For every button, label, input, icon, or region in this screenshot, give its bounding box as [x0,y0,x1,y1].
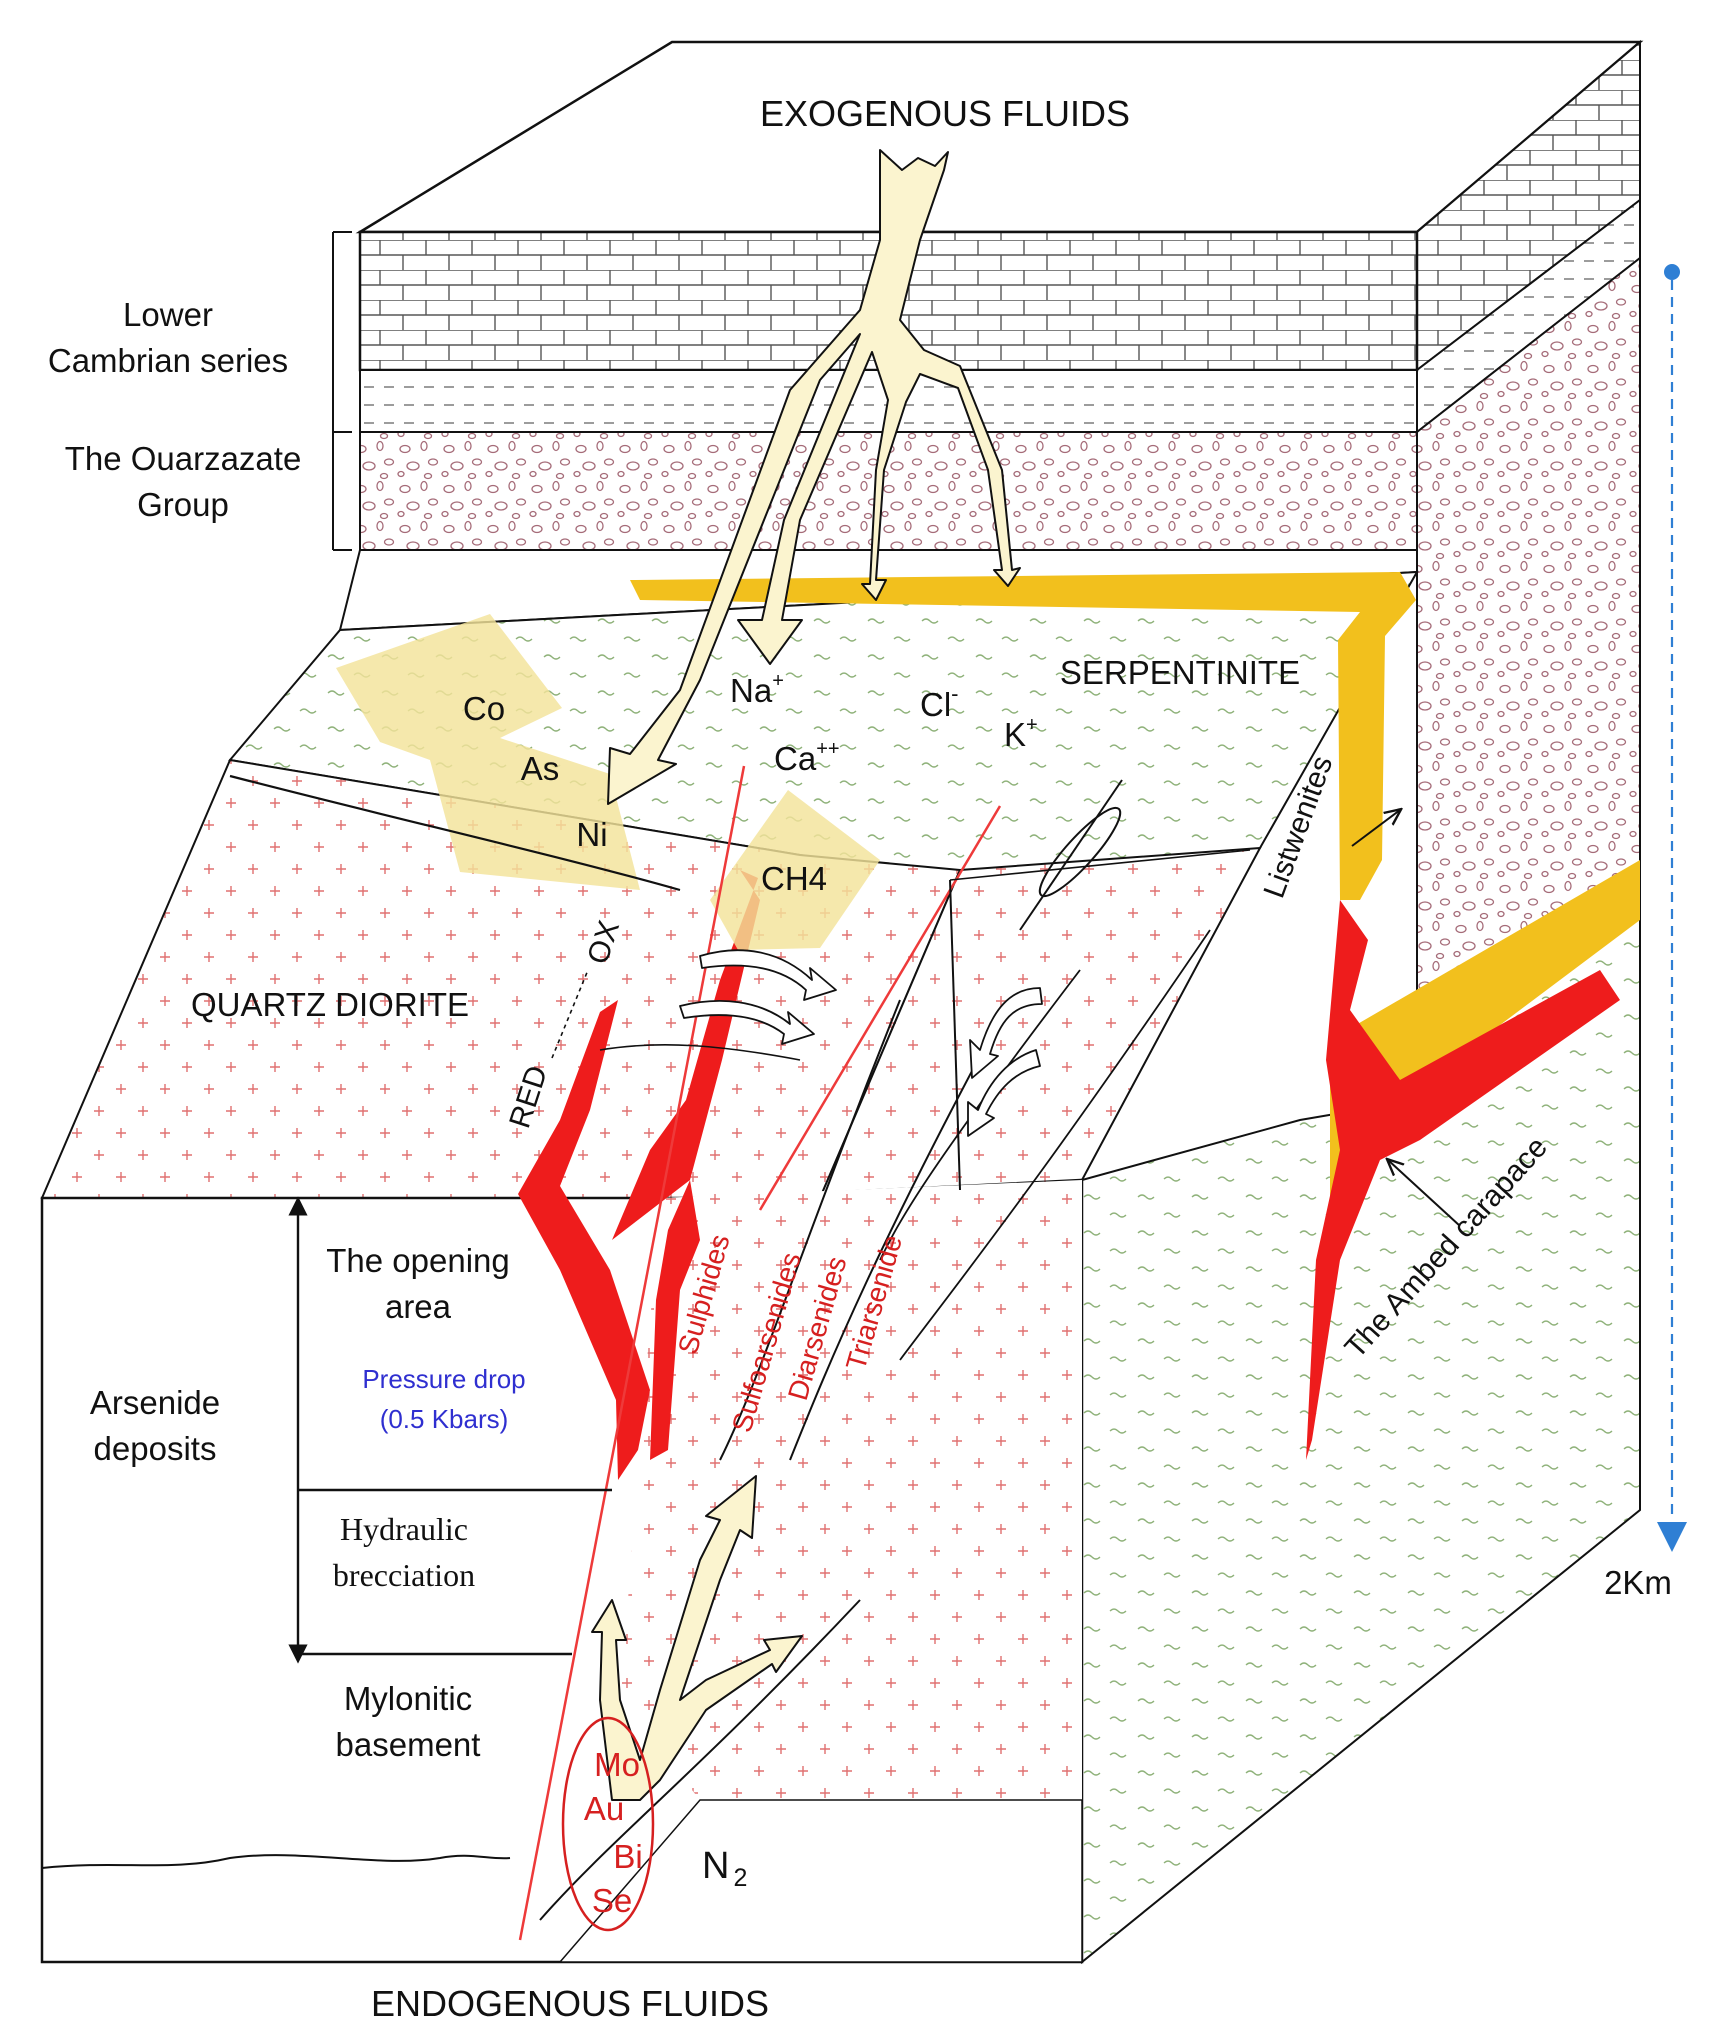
pressure-drop-label-1: Pressure drop [362,1364,525,1394]
arsenide-deposits-label-1: Arsenide [90,1384,220,1421]
chloride-ion-label: Cl- [920,681,959,723]
depth-scale-bar [1657,264,1687,1552]
mylonitic-basement-label-1: Mylonitic [344,1680,472,1717]
depth-scale-label: 2Km [1604,1564,1672,1601]
endogenous-fluid-arrows [591,1475,803,1801]
opening-area-label-2: area [385,1288,452,1325]
lateral-flow-arrows [679,949,1043,1137]
opening-area-label-1: The opening [326,1242,509,1279]
red-vein-ambed [1306,900,1620,1460]
scale-top-dot [1664,264,1680,280]
pointer-arrows [1351,810,1461,1227]
yellow-vein [630,572,1640,1220]
arsenic-label: As [521,750,560,787]
exogenous-fluids-label: EXOGENOUS FLUIDS [760,93,1130,134]
block-top-face [355,40,1644,234]
hydraulic-brecciation-label-1: Hydraulic [340,1511,468,1547]
gold-label: Au [584,1790,624,1827]
block-front-face [40,1178,1084,1964]
metal-source-ellipse [561,1716,655,1932]
mylonitic-basement-label-2: basement [336,1726,481,1763]
red-vein-fault-left [518,1000,650,1480]
red-vein-fault-right [612,870,760,1460]
endogenous-fluids-label: ENDOGENOUS FLUIDS [371,1983,769,2024]
sodium-ion-label: Na+ [730,670,784,709]
potassium-ion-label: K+ [1004,714,1038,753]
hydraulic-brecciation-label-2: brecciation [333,1557,475,1593]
scale-arrowhead [1657,1522,1687,1552]
lower-cambrian-label-1: Lower [123,296,213,333]
ouarzazate-label-2: Group [137,486,229,523]
opening-area-axis [288,1196,612,1664]
quartz-diorite-label: QUARTZ DIORITE [191,986,469,1023]
lower-cambrian-label-2: Cambrian series [48,342,288,379]
element-halo [336,614,880,950]
selenium-label: Se [592,1882,632,1919]
cobalt-label: Co [463,690,505,727]
serpentinite-label: SERPENTINITE [1060,654,1300,691]
right-face-strata [1081,39,1641,1965]
exogenous-fluid-arrows [607,149,1021,805]
strat-bracket [332,231,352,551]
nickel-label: Ni [576,816,607,853]
bismuth-label: Bi [613,1838,642,1875]
calcium-ion-label: Ca++ [774,738,840,777]
arsenide-deposits-label-2: deposits [94,1430,217,1467]
molybdenum-label: Mo [594,1746,640,1783]
pressure-drop-label-2: (0.5 Kbars) [380,1404,509,1434]
methane-label: CH4 [761,860,827,897]
ouarzazate-label-1: The Ouarzazate [65,440,302,477]
